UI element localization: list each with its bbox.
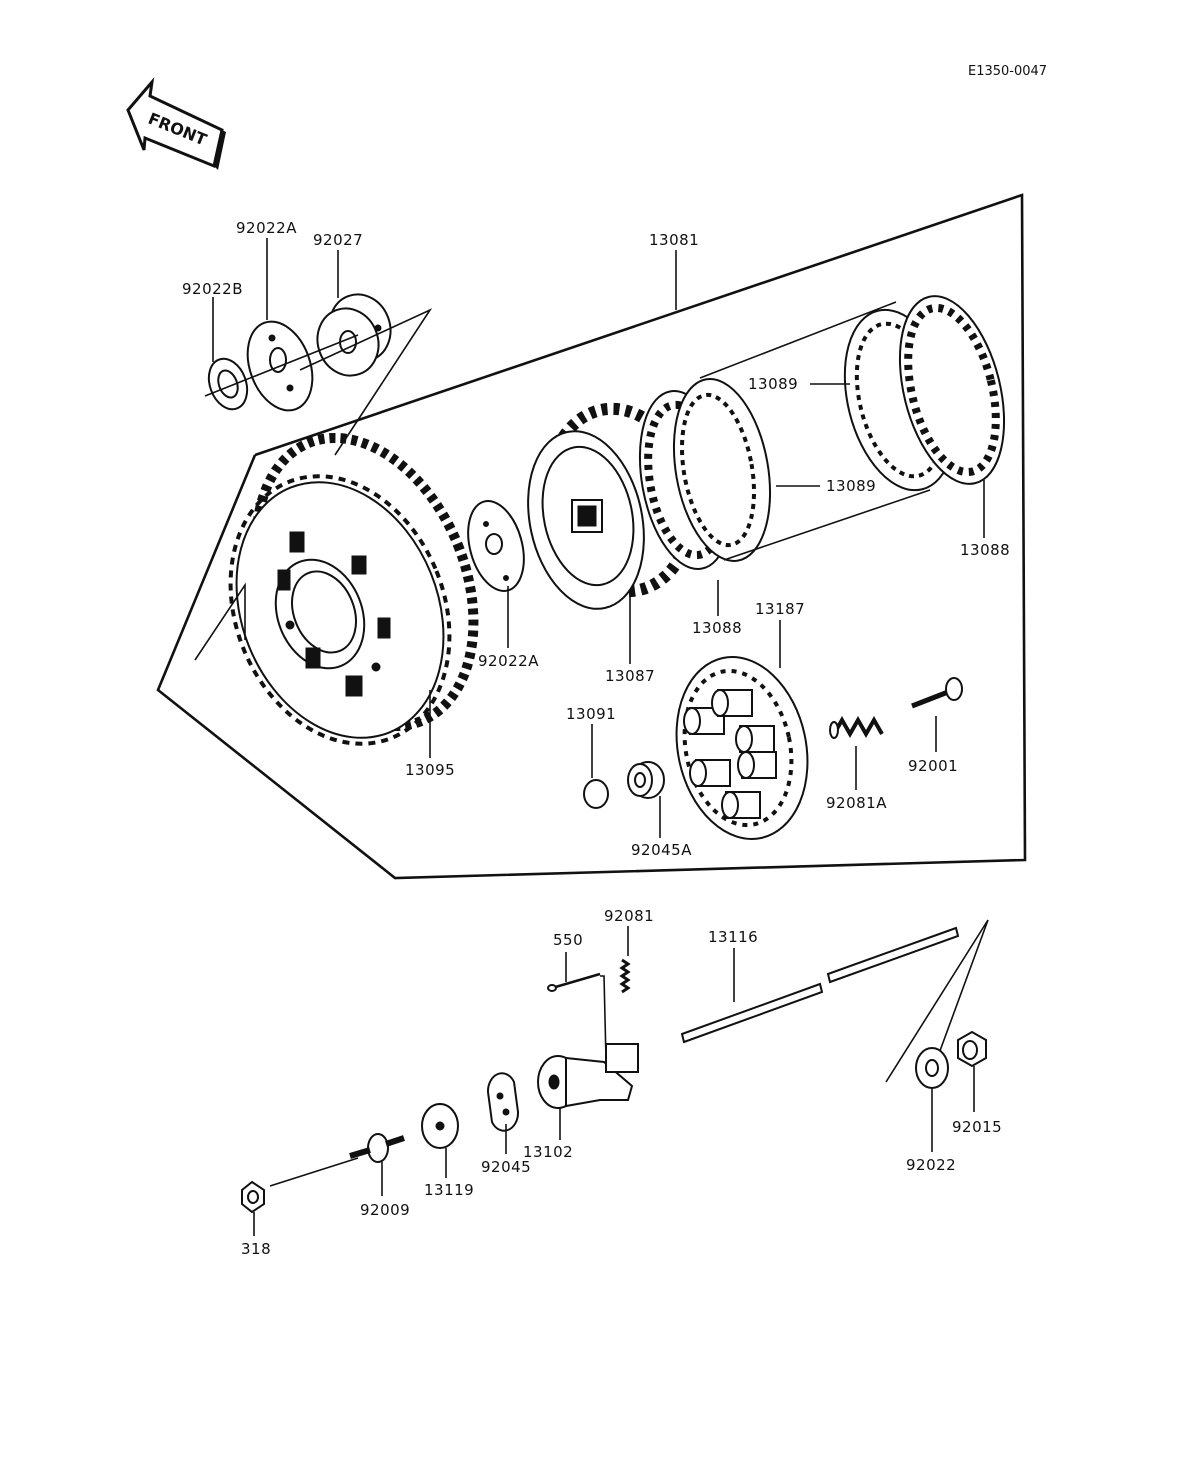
washer-92022B bbox=[207, 357, 249, 411]
label-13116: 13116 bbox=[708, 928, 758, 946]
release-lever-13102 bbox=[537, 1043, 639, 1109]
label-92027: 92027 bbox=[313, 231, 363, 249]
assembly-outline bbox=[156, 193, 1027, 880]
pushrod-13116 bbox=[680, 926, 960, 1044]
steel-plate-13089-a bbox=[672, 378, 772, 562]
nut-92015 bbox=[957, 1030, 987, 1068]
plate-92022A-mid bbox=[467, 500, 525, 592]
label-13102: 13102 bbox=[523, 1143, 573, 1161]
hub-92027 bbox=[316, 293, 392, 377]
spring-92081A bbox=[829, 715, 884, 739]
label-92022A-top: 92022A bbox=[236, 219, 297, 237]
label-13119: 13119 bbox=[424, 1181, 474, 1199]
label-92045A: 92045A bbox=[631, 841, 692, 859]
label-92022: 92022 bbox=[906, 1156, 956, 1174]
label-13088-b: 13088 bbox=[960, 541, 1010, 559]
nut-318 bbox=[241, 1180, 265, 1214]
diagram-code: E1350-0047 bbox=[968, 64, 1047, 79]
label-92022B: 92022B bbox=[182, 280, 243, 298]
adjuster-screw-92009 bbox=[349, 1133, 405, 1163]
label-318: 318 bbox=[241, 1240, 271, 1258]
label-92015: 92015 bbox=[952, 1118, 1002, 1136]
leader-lines bbox=[212, 238, 985, 1236]
label-550: 550 bbox=[553, 931, 583, 949]
clutch-housing-13095 bbox=[228, 432, 479, 746]
label-92081: 92081 bbox=[604, 907, 654, 925]
label-13088-a: 13088 bbox=[692, 619, 742, 637]
cotter-pin-550 bbox=[547, 972, 601, 992]
pressure-plate-13187 bbox=[675, 656, 809, 840]
washer-92022 bbox=[915, 1047, 949, 1089]
bearing-92045A bbox=[627, 761, 665, 799]
label-13087: 13087 bbox=[605, 667, 655, 685]
label-92009: 92009 bbox=[360, 1201, 410, 1219]
label-13091: 13091 bbox=[566, 705, 616, 723]
cam-plate-92045 bbox=[486, 1072, 520, 1132]
label-92045: 92045 bbox=[481, 1158, 531, 1176]
bolt-92001 bbox=[911, 677, 963, 709]
label-13089-a: 13089 bbox=[748, 375, 798, 393]
spring-92081 bbox=[619, 958, 631, 994]
cam-13119 bbox=[421, 1103, 459, 1149]
label-13187: 13187 bbox=[755, 600, 805, 618]
label-13081: 13081 bbox=[649, 231, 699, 249]
label-92001: 92001 bbox=[908, 757, 958, 775]
cap-13091 bbox=[583, 779, 609, 809]
label-13095: 13095 bbox=[405, 761, 455, 779]
friction-plate-13088-b bbox=[898, 295, 1006, 485]
label-92081A: 92081A bbox=[826, 794, 887, 812]
label-13089-b: 13089 bbox=[826, 477, 876, 495]
label-92022A-mid: 92022A bbox=[478, 652, 539, 670]
front-direction-arrow-icon: FRONT bbox=[126, 77, 226, 170]
